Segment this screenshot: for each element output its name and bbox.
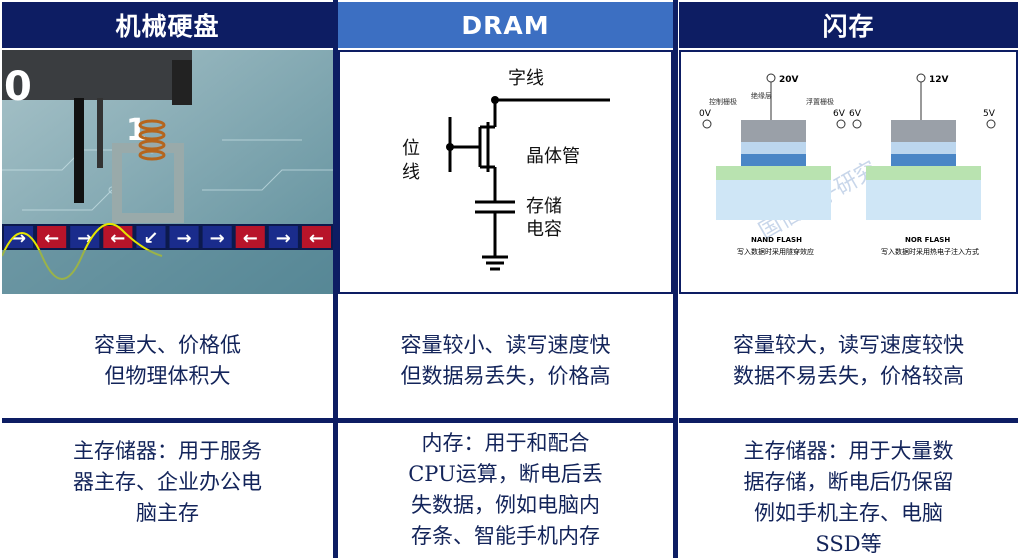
column-divider — [333, 0, 338, 558]
magnetic-arrow: ← — [309, 228, 324, 249]
hdd-image: 0 1 →←→←↙→→←→← — [1, 50, 333, 294]
column-header-dram: DRAM — [338, 2, 673, 48]
nand-top-voltage: 20V — [779, 75, 799, 85]
flash-features: 容量较大，读写速度较快 数据不易丢失，价格较高 — [679, 330, 1018, 392]
magnetic-arrow: ← — [44, 228, 59, 249]
word-line-label: 字线 — [508, 68, 544, 89]
dram-usage: 内存：用于和配合 CPU运算，断电后丢 失数据，例如电脑内 存条、智能手机内存 — [338, 428, 673, 552]
dram-feature-line: 但数据易丢失，价格高 — [400, 364, 611, 388]
magnetic-domain — [268, 226, 298, 248]
nand-cell: 20V 0V 6V NAND FLASH 写入数据时采用隧穿效应 — [699, 73, 846, 256]
nor-title: NOR FLASH — [905, 236, 950, 244]
hdd-features: 容量大、价格低 但物理体积大 — [2, 330, 333, 392]
nor-cell: 12V 6V 5V NOR FLASH 写入数据时采用热电子注入方式 — [849, 73, 996, 256]
hdd-usage-line: 主存储器：用于服务 — [73, 439, 262, 463]
row-divider — [338, 418, 673, 423]
magnetic-domain — [136, 226, 166, 248]
nand-left-voltage: 0V — [699, 109, 712, 119]
magnetic-domain — [301, 226, 331, 248]
magnetic-arrow: ↙ — [143, 228, 158, 249]
insulator-label: 绝缘层 — [751, 91, 772, 100]
magnetic-arrow: → — [276, 228, 291, 249]
magnetic-arrow: → — [177, 228, 192, 249]
nand-right-voltage: 6V — [833, 109, 846, 119]
flash-usage-line: 主存储器：用于大量数 — [743, 439, 954, 463]
flash-image: 国信电子研究 20V 0V 6V NAND FLASH 写入数据时采用隧穿效应 — [679, 50, 1018, 294]
column-dram: DRAM 字线 — [338, 0, 673, 558]
magnetic-domain — [169, 226, 199, 248]
transistor-label: 晶体管 — [526, 146, 580, 167]
capacitor-label: 电容 — [526, 219, 562, 240]
column-divider — [673, 0, 678, 558]
magnetic-domain — [103, 226, 133, 248]
floating-gate-label: 浮置栅极 — [806, 97, 834, 106]
flash-usage-line: 据存储，断电后仍保留 — [743, 470, 954, 494]
dram-features: 容量较小、读写速度快 但数据易丢失，价格高 — [338, 330, 673, 392]
nand-caption: 写入数据时采用隧穿效应 — [737, 247, 814, 256]
hdd-usage: 主存储器：用于服务 器主存、企业办公电 脑主存 — [2, 436, 333, 529]
bit-line-label: 位 — [402, 138, 420, 159]
hdd-usage-line: 器主存、企业办公电 — [73, 470, 262, 494]
row-divider — [679, 418, 1018, 423]
dram-usage-line: 存条、智能手机内存 — [411, 524, 600, 548]
magnetic-arrow: ← — [110, 228, 125, 249]
dram-image: 字线 位 线 晶体管 存储 电容 — [338, 50, 673, 294]
row-divider — [2, 418, 333, 423]
magnetic-arrow: → — [210, 228, 225, 249]
bit-line-label: 线 — [402, 162, 420, 183]
flash-usage-line: SSD等 — [815, 532, 882, 556]
svg-text:0: 0 — [4, 64, 32, 110]
magnetic-domain — [235, 226, 265, 248]
nor-left-voltage: 6V — [849, 109, 862, 119]
flash-usage-line: 例如手机主存、电脑 — [754, 501, 943, 525]
control-gate-label: 控制栅极 — [709, 97, 737, 106]
hdd-arrow-track: →←→←↙→→←→← — [4, 226, 331, 249]
hdd-usage-line: 脑主存 — [136, 501, 199, 525]
dram-usage-line: 失数据，例如电脑内 — [411, 493, 600, 517]
hdd-illustration: 0 1 →←→←↙→→←→← — [1, 50, 333, 294]
column-hdd: 机械硬盘 0 1 — [1, 0, 333, 558]
flash-usage: 主存储器：用于大量数 据存储，断电后仍保留 例如手机主存、电脑 SSD等 — [679, 436, 1018, 560]
nand-title: NAND FLASH — [751, 236, 802, 244]
magnetic-domain — [70, 226, 100, 248]
nor-top-voltage: 12V — [929, 75, 949, 85]
column-header-flash: 闪存 — [679, 2, 1018, 48]
flash-cell-diagram: 国信电子研究 20V 0V 6V NAND FLASH 写入数据时采用隧穿效应 — [699, 73, 996, 256]
magnetic-domain — [4, 226, 34, 248]
capacitor-label: 存储 — [526, 196, 562, 217]
dram-cell-diagram: 字线 位 线 晶体管 存储 电容 — [402, 68, 610, 271]
dram-usage-line: 内存：用于和配合 — [421, 431, 590, 455]
dram-feature-line: 容量较小、读写速度快 — [400, 333, 611, 357]
flash-feature-line: 数据不易丢失，价格较高 — [733, 364, 964, 388]
magnetic-arrow: ← — [243, 228, 258, 249]
flash-feature-line: 容量较大，读写速度较快 — [733, 333, 964, 357]
nor-right-voltage: 5V — [983, 109, 996, 119]
column-header-hdd: 机械硬盘 — [2, 2, 333, 48]
magnetic-domain — [37, 226, 67, 248]
column-flash: 闪存 国信电子研究 20V 0V 6V NAND FLASH 写入数据时采用隧穿… — [679, 0, 1018, 558]
nor-caption: 写入数据时采用热电子注入方式 — [881, 247, 979, 256]
dram-usage-line: CPU运算，断电后丢 — [408, 462, 603, 486]
magnetic-domain — [202, 226, 232, 248]
hdd-feature-line: 容量大、价格低 — [94, 333, 241, 357]
hdd-feature-line: 但物理体积大 — [104, 364, 231, 388]
